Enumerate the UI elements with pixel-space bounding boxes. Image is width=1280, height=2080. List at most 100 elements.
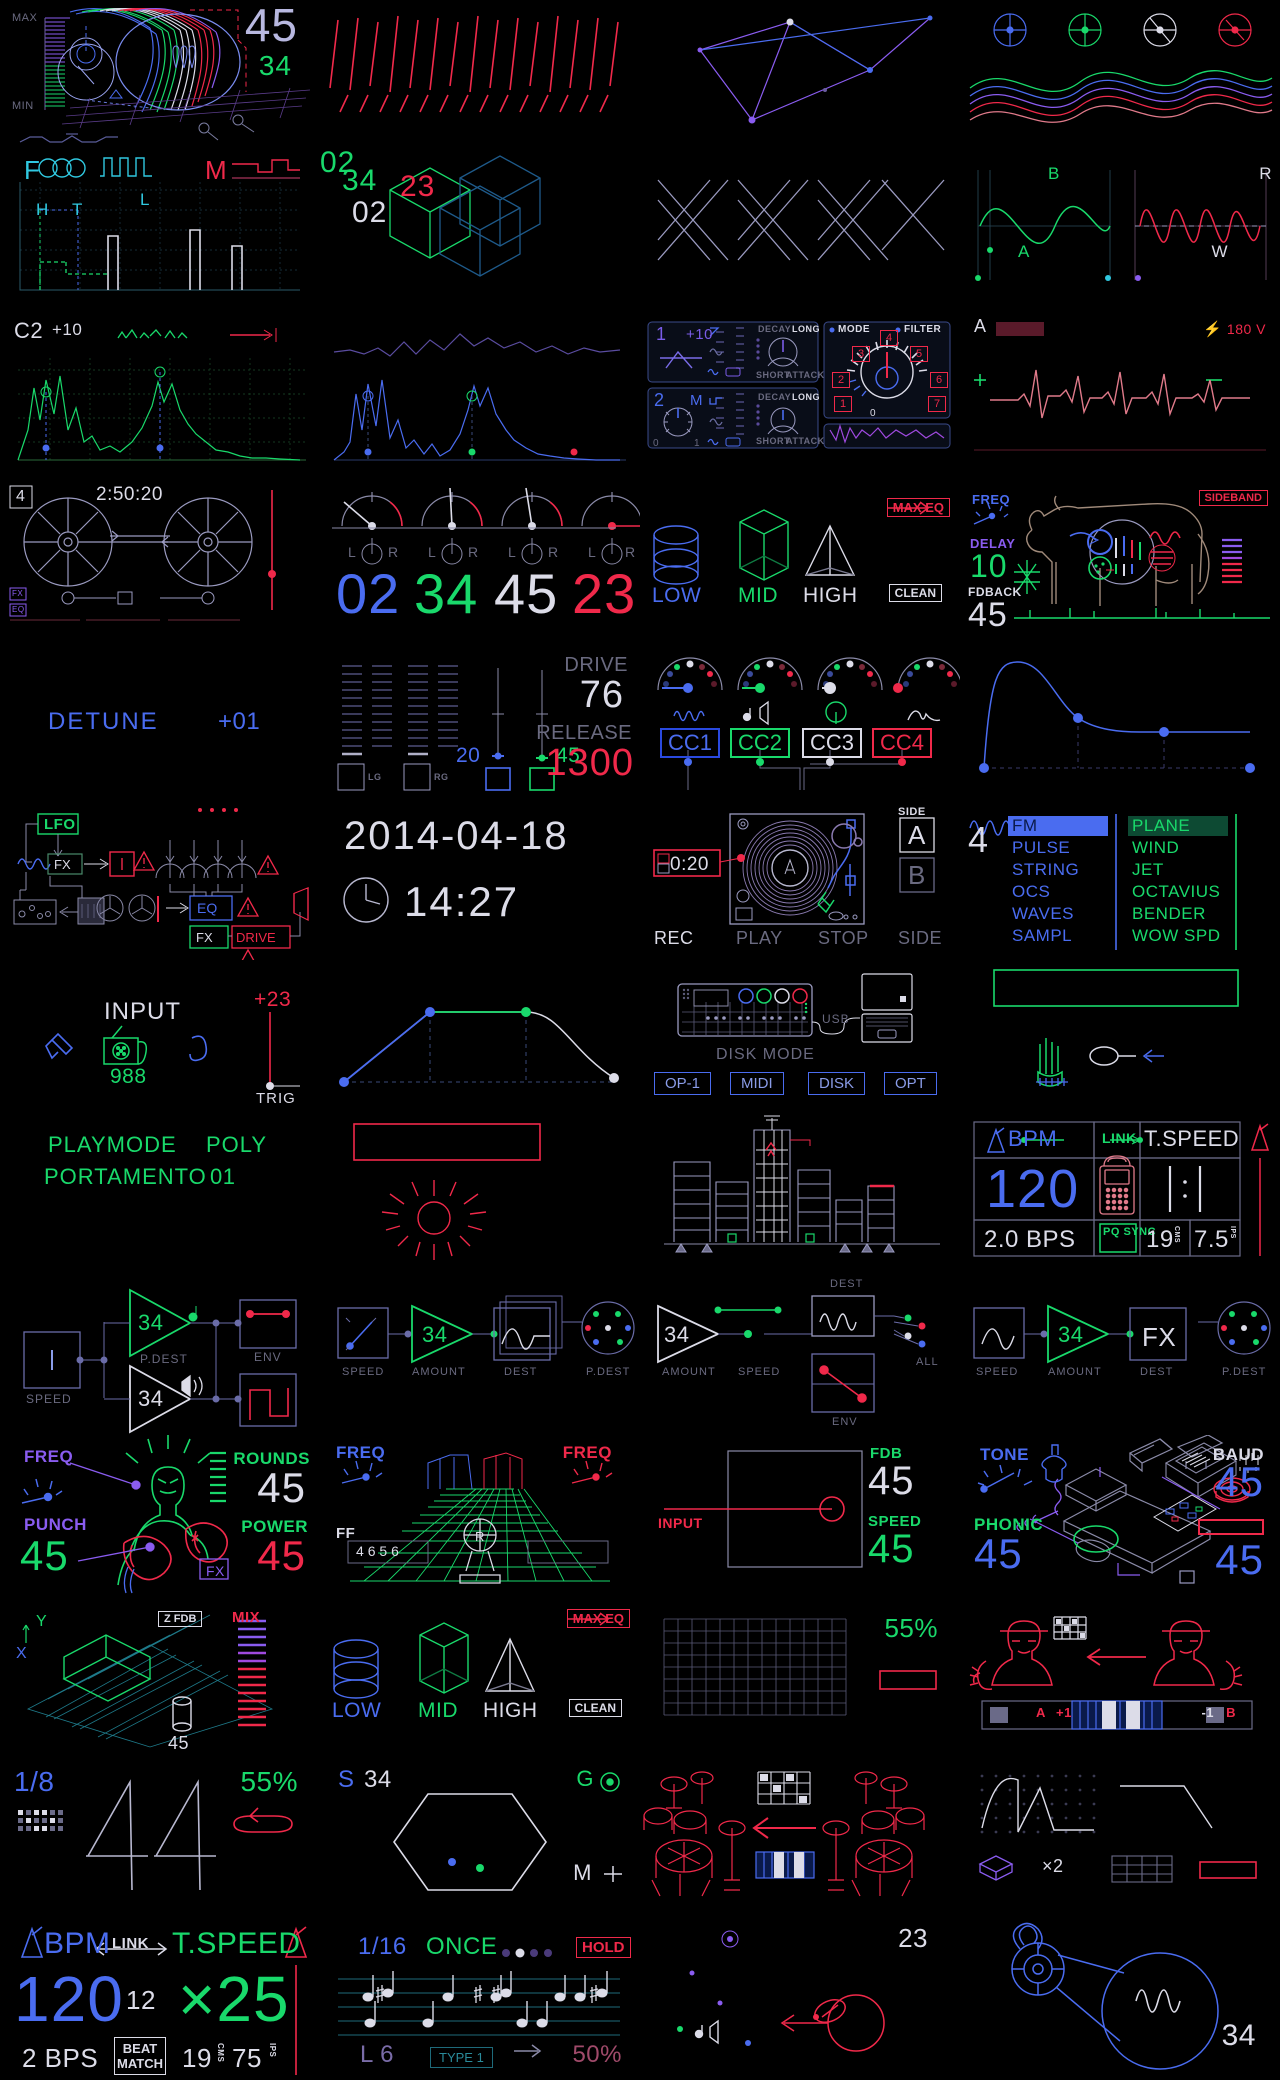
preset-item-bender[interactable]: BENDER <box>1132 904 1206 923</box>
cell-3d-waterfall-knob[interactable]: MAX MIN 45 34 <box>0 0 320 150</box>
fx-label[interactable]: FX <box>12 589 24 598</box>
cell-lfo-dials-waveform[interactable] <box>960 0 1280 150</box>
cell-env-shape-editor[interactable] <box>320 960 640 1110</box>
cell-feedback-speed[interactable]: INPUT FDB 45 SPEED 45 <box>640 1435 960 1605</box>
max-eq-button[interactable]: MAX EQ <box>566 1609 630 1628</box>
cell-mod-chain-b[interactable]: AMOUNT SPEED DEST ENV ALL 34 <box>640 1270 960 1435</box>
rg-label: RG <box>434 772 449 782</box>
preset-item-wind[interactable]: WIND <box>1132 838 1180 857</box>
clean-button[interactable]: CLEAN <box>568 1699 622 1717</box>
cell-note-sequencer[interactable]: 1/16 ONCE HOLD L 6 TYPE 1 50% <box>320 1915 640 2080</box>
cell-tempo-division[interactable]: 1/8 55% 44 <box>0 1760 320 1915</box>
preset-item-plane[interactable]: PLANE <box>1132 816 1191 835</box>
cell-input-source-select[interactable]: INPUT 988 +23 TRIG <box>0 960 320 1110</box>
osc-item-sampl[interactable]: SAMPL <box>1012 926 1073 945</box>
cell-eq-shapes-2[interactable]: LOW MID HIGH MAX EQ CLEAN <box>320 1605 640 1760</box>
z-fdb-badge[interactable]: Z FDB <box>158 1611 203 1627</box>
osc-item-ocs[interactable]: OCS <box>1012 882 1051 901</box>
gear-2: 6 <box>367 1543 376 1559</box>
preset-item-octavius[interactable]: OCTAVIUS <box>1132 882 1221 901</box>
op1-button[interactable]: OP-1 <box>654 1072 712 1095</box>
hold-button[interactable]: HOLD <box>576 1937 631 1958</box>
tspeed-value: ×25 <box>178 1963 290 2035</box>
cell-hatch-strokes <box>320 0 640 150</box>
cell-bpm-tape-speed[interactable]: BPM LINK T.SPEED 120 2.0 BPS PQ SYNC 19 … <box>960 1110 1280 1270</box>
pdest-label: P.DEST <box>586 1366 631 1378</box>
bpm-label: BPM <box>1008 1126 1058 1151</box>
opt-button[interactable]: OPT <box>884 1072 937 1095</box>
cell-hex-scope[interactable]: S 34 G M <box>320 1760 640 1915</box>
mode-step-1[interactable]: 1 <box>834 396 853 412</box>
cell-disk-mode-usb[interactable]: USB DISK MODE OP-1 MIDI DISK OPT <box>640 960 960 1110</box>
tspeed-label: T.SPEED <box>1144 1126 1240 1151</box>
side-b[interactable]: B <box>908 860 926 890</box>
cell-blue-waveform-scope <box>320 310 640 480</box>
cell-osc-preset-lists[interactable]: 4 FM PULSE STRING OCS WAVES SAMPL PLANE … <box>960 800 1280 960</box>
mode-step-5[interactable]: 5 <box>910 346 929 362</box>
side-a[interactable]: A <box>908 820 926 850</box>
cell-note-envelope-scope[interactable]: C2 +10 <box>0 310 320 480</box>
cell-filter-mode-panel[interactable]: 1 +10 2 M 0 1 DECAY LONG SHORT ATTACK DE… <box>640 310 960 480</box>
pan-l-1: L <box>348 544 357 560</box>
freq-label: FREQ <box>972 492 1011 507</box>
play-button[interactable]: PLAY <box>736 928 783 948</box>
cell-cc-assign[interactable]: CC1 CC2 CC3 CC4 <box>640 640 960 800</box>
cell-eq-shapes[interactable]: LOW MID HIGH MAX EQ CLEAN <box>640 480 960 640</box>
osc-list-right[interactable]: PLANE WIND JET OCTAVIUS BENDER WOW SPD <box>1132 815 1221 947</box>
osc-list-left[interactable]: FM PULSE STRING OCS WAVES SAMPL <box>1012 815 1079 947</box>
cell-tape-reels[interactable]: 4 2:50:20 FX EQ <box>0 480 320 640</box>
ratio-value: 12 <box>126 1985 156 2015</box>
cell-turntable-transport[interactable]: 0:20 SIDE A B REC PLAY STOP SIDE <box>640 800 960 960</box>
cell-signal-routing-diagram[interactable]: FX EQ FX DRIVE <box>0 800 320 960</box>
preset-item-wowspd[interactable]: WOW SPD <box>1132 926 1221 945</box>
m-label: M <box>573 1860 592 1885</box>
preset-item-jet[interactable]: JET <box>1132 860 1164 879</box>
cell-step-grid-percent[interactable]: 55% <box>640 1605 960 1760</box>
cell-curve-thumbnails[interactable]: ×2 <box>960 1760 1280 1915</box>
cell-xy-3d-grid[interactable]: Y X Z FDB MIX 45 <box>0 1605 320 1760</box>
rec-button[interactable]: REC <box>654 928 694 948</box>
max-eq-button[interactable]: MAX EQ <box>886 498 950 517</box>
cell-mod-matrix-dual[interactable]: SPEED P.DEST ENV 34 34 <box>0 1270 320 1435</box>
cell-gate-sequencer[interactable]: F M H T L <box>0 150 320 310</box>
filter-label: FILTER <box>904 324 942 335</box>
cell-mod-chain-fx[interactable]: FX SPEED AMOUNT DEST P.DEST 34 <box>960 1270 1280 1435</box>
tspeed-label: T.SPEED <box>172 1927 301 1960</box>
osc-item-string[interactable]: STRING <box>1012 860 1080 879</box>
stop-button[interactable]: STOP <box>818 928 869 948</box>
cell-mod-chain-a[interactable]: SPEED AMOUNT DEST P.DEST 34 <box>320 1270 640 1435</box>
osc-item-fm[interactable]: FM <box>1012 816 1038 835</box>
clean-button[interactable]: CLEAN <box>888 584 942 602</box>
g-label: G <box>576 1766 594 1791</box>
osc-item-waves[interactable]: WAVES <box>1012 904 1075 923</box>
side-button[interactable]: SIDE <box>898 928 943 948</box>
cell-dj-decks[interactable]: A +1 -1 B <box>960 1605 1280 1760</box>
disk-button[interactable]: DISK <box>808 1072 866 1095</box>
mode-step-6[interactable]: 6 <box>930 372 949 388</box>
cell-adsr-curve[interactable] <box>960 640 1280 800</box>
env2-long: LONG <box>792 392 820 402</box>
osc-item-pulse[interactable]: PULSE <box>1012 838 1071 857</box>
mode-step-7[interactable]: 7 <box>928 396 947 412</box>
cc2-button[interactable]: CC2 <box>730 728 791 758</box>
cell-bpm-beatmatch[interactable]: BPM LINK T.SPEED 120 12 ×25 2 BPS BEAT M… <box>0 1915 320 2080</box>
cc4-button[interactable]: CC4 <box>872 728 933 758</box>
mode-step-3[interactable]: 3 <box>852 346 871 362</box>
tape-time: 2:50:20 <box>96 484 163 505</box>
baud-label: BAUD <box>1212 1445 1264 1464</box>
cc1-button[interactable]: CC1 <box>660 728 721 758</box>
midi-button[interactable]: MIDI <box>730 1072 784 1095</box>
eq-label[interactable]: EQ <box>12 605 25 614</box>
mode-step-2[interactable]: 2 <box>832 372 851 388</box>
cc3-button[interactable]: CC3 <box>802 728 863 758</box>
type-button[interactable]: TYPE 1 <box>430 2047 493 2068</box>
mode-step-4[interactable]: 4 <box>880 330 899 346</box>
pq-sync-button[interactable]: PQ SYNC <box>1103 1226 1157 1238</box>
all-label: ALL <box>916 1356 939 1368</box>
label-b: B <box>1048 164 1060 183</box>
disk-mode-label: DISK MODE <box>716 1046 815 1063</box>
beatmatch-button[interactable]: BEAT MATCH <box>114 2037 166 2075</box>
cell-foot-pedal[interactable] <box>960 960 1280 1110</box>
cell-fader-bank[interactable]: LG RG 20 45 DRIVE 76 RELEASE 1300 <box>320 640 640 800</box>
